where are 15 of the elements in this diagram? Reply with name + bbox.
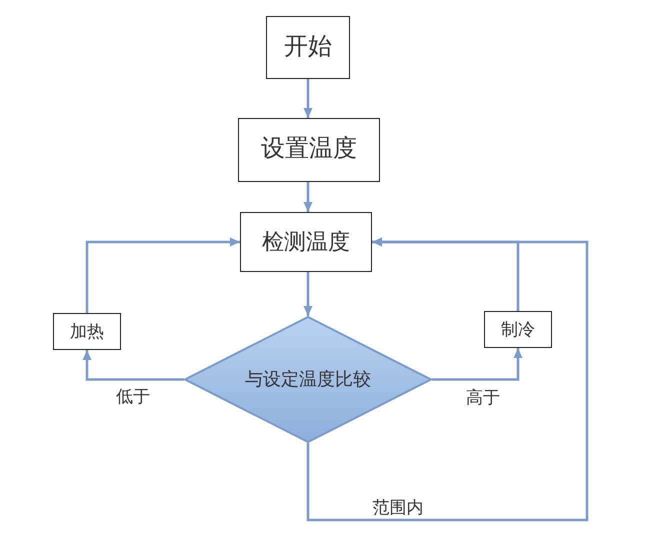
process-box: 制冷 bbox=[484, 311, 552, 348]
process-box: 加热 bbox=[53, 313, 121, 350]
process-box: 设置温度 bbox=[238, 118, 380, 182]
start-box: 开始 bbox=[266, 16, 350, 79]
arrow bbox=[86, 238, 240, 313]
arrow bbox=[304, 272, 312, 316]
arrow bbox=[304, 182, 312, 212]
edge-label: 高于 bbox=[464, 388, 502, 408]
process-box: 检测温度 bbox=[240, 212, 372, 272]
edge-label: 低于 bbox=[114, 387, 152, 408]
arrow bbox=[432, 348, 522, 381]
arrow bbox=[82, 350, 184, 381]
arrow bbox=[306, 238, 588, 522]
decision-diamond: 与设定温度比较 bbox=[184, 316, 432, 443]
arrow bbox=[304, 79, 312, 118]
